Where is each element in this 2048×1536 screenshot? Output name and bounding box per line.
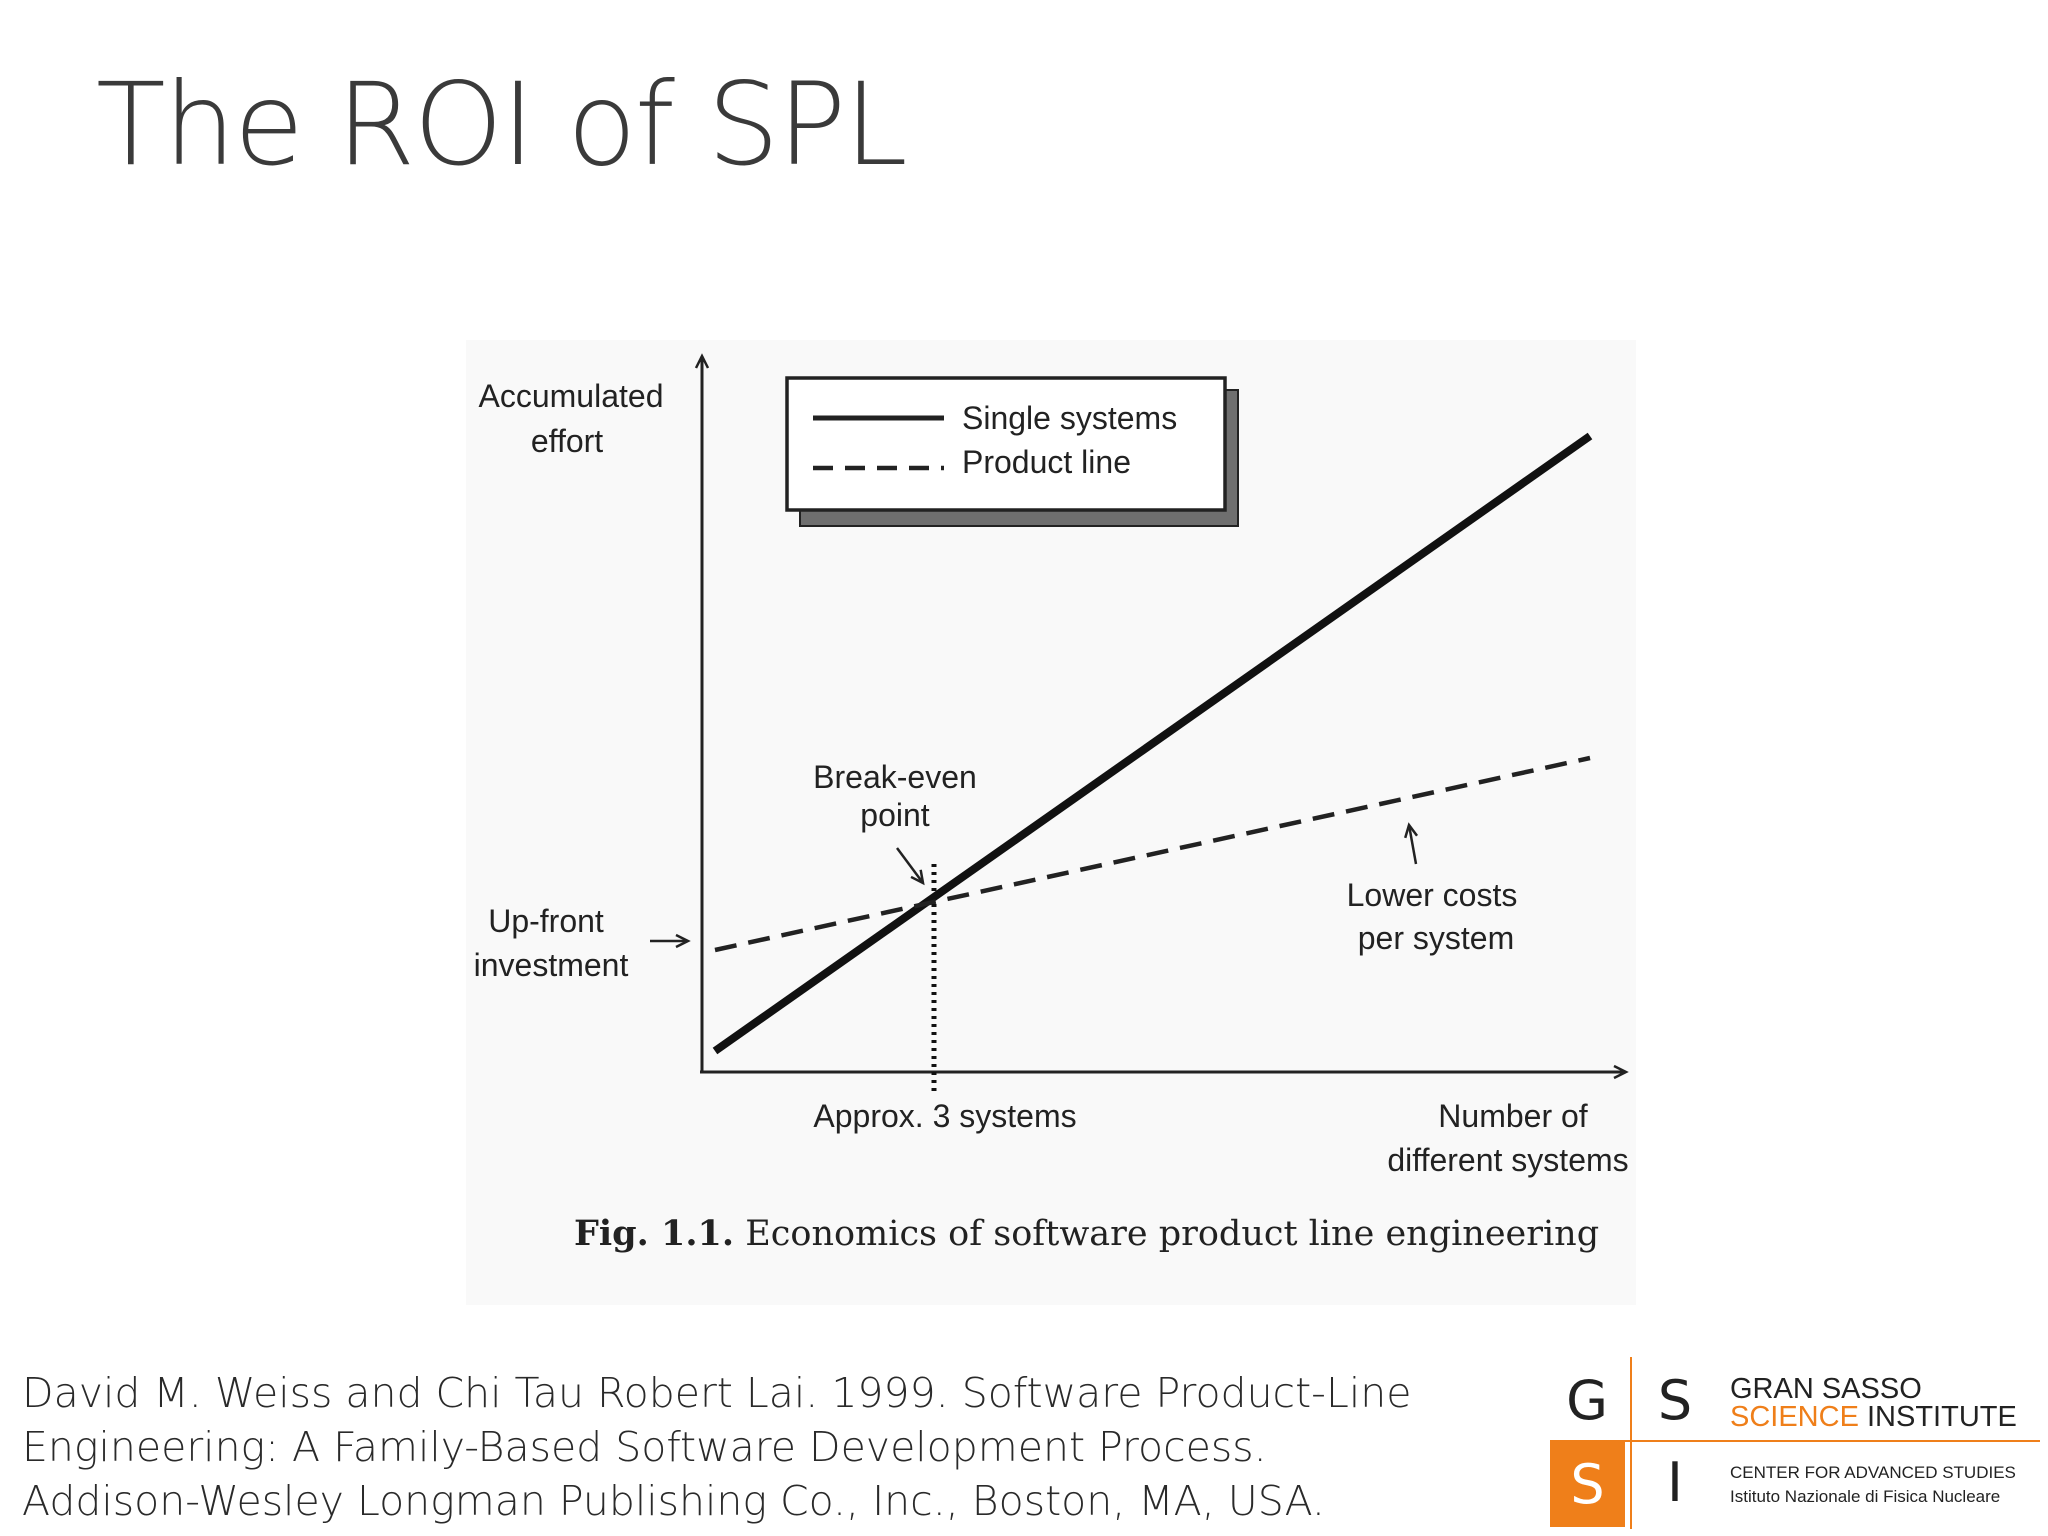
logo-letter-i: I bbox=[1667, 1451, 1683, 1514]
logo-name-science: SCIENCE bbox=[1730, 1401, 1859, 1433]
slide-title: The ROI of SPL bbox=[96, 58, 908, 191]
legend-product-line-label: Product line bbox=[962, 444, 1131, 480]
break-even-arrow bbox=[895, 847, 925, 886]
x-axis-label-line1: Number of bbox=[1438, 1098, 1588, 1134]
y-axis-label-line1: Accumulated bbox=[479, 378, 664, 414]
y-axis-label-line2: effort bbox=[531, 423, 603, 459]
x-axis-label-line2: different systems bbox=[1387, 1142, 1628, 1178]
reference-line-1: David M. Weiss and Chi Tau Robert Lai. 1… bbox=[22, 1369, 1412, 1417]
logo-name-line2: SCIENCE INSTITUTE bbox=[1730, 1401, 2017, 1434]
caption-text: Economics of software product line engin… bbox=[745, 1214, 1600, 1254]
figure-caption: Fig. 1.1. Economics of software product … bbox=[574, 1213, 1599, 1254]
logo-name-institute: INSTITUTE bbox=[1866, 1401, 2017, 1433]
caption-label: Fig. 1.1. bbox=[574, 1213, 735, 1254]
reference-line-2: Engineering: A Family-Based Software Dev… bbox=[22, 1423, 1267, 1471]
lower-costs-arrow bbox=[1404, 822, 1419, 865]
gssi-logo: G S S I GRAN SASSO SCIENCE INSTITUTE CEN… bbox=[1540, 1355, 2040, 1530]
upfront-label-line2: investment bbox=[474, 947, 629, 983]
logo-letter-s-top: S bbox=[1657, 1369, 1693, 1432]
figure-panel: Accumulated effort Number of different s… bbox=[466, 340, 1636, 1305]
lower-costs-label-line2: per system bbox=[1358, 920, 1514, 956]
product-line-line bbox=[714, 755, 1591, 953]
logo-letter-g: G bbox=[1566, 1369, 1608, 1432]
logo-letter-s-bottom: S bbox=[1550, 1442, 1625, 1527]
break-even-label-line2: point bbox=[860, 797, 930, 833]
legend-box bbox=[785, 376, 1227, 512]
logo-horizontal-rule bbox=[1550, 1440, 2040, 1442]
reference-citation: David M. Weiss and Chi Tau Robert Lai. 1… bbox=[22, 1366, 1502, 1528]
approx-systems-label: Approx. 3 systems bbox=[813, 1098, 1076, 1134]
logo-name-line1: GRAN SASSO bbox=[1730, 1373, 1922, 1405]
upfront-label-line1: Up-front bbox=[488, 903, 604, 939]
roi-diagram: Accumulated effort Number of different s… bbox=[474, 353, 1629, 1178]
break-even-label-line1: Break-even bbox=[813, 759, 977, 795]
lower-costs-label-line1: Lower costs bbox=[1347, 877, 1518, 913]
legend-single-systems-label: Single systems bbox=[962, 400, 1177, 436]
reference-line-3: Addison-Wesley Longman Publishing Co., I… bbox=[22, 1477, 1325, 1525]
logo-vertical-rule bbox=[1630, 1357, 1632, 1529]
single-systems-line bbox=[712, 432, 1593, 1055]
logo-sub-line1: CENTER FOR ADVANCED STUDIES bbox=[1730, 1463, 2016, 1482]
logo-sub-line2: Istituto Nazionale di Fisica Nucleare bbox=[1730, 1487, 2001, 1506]
